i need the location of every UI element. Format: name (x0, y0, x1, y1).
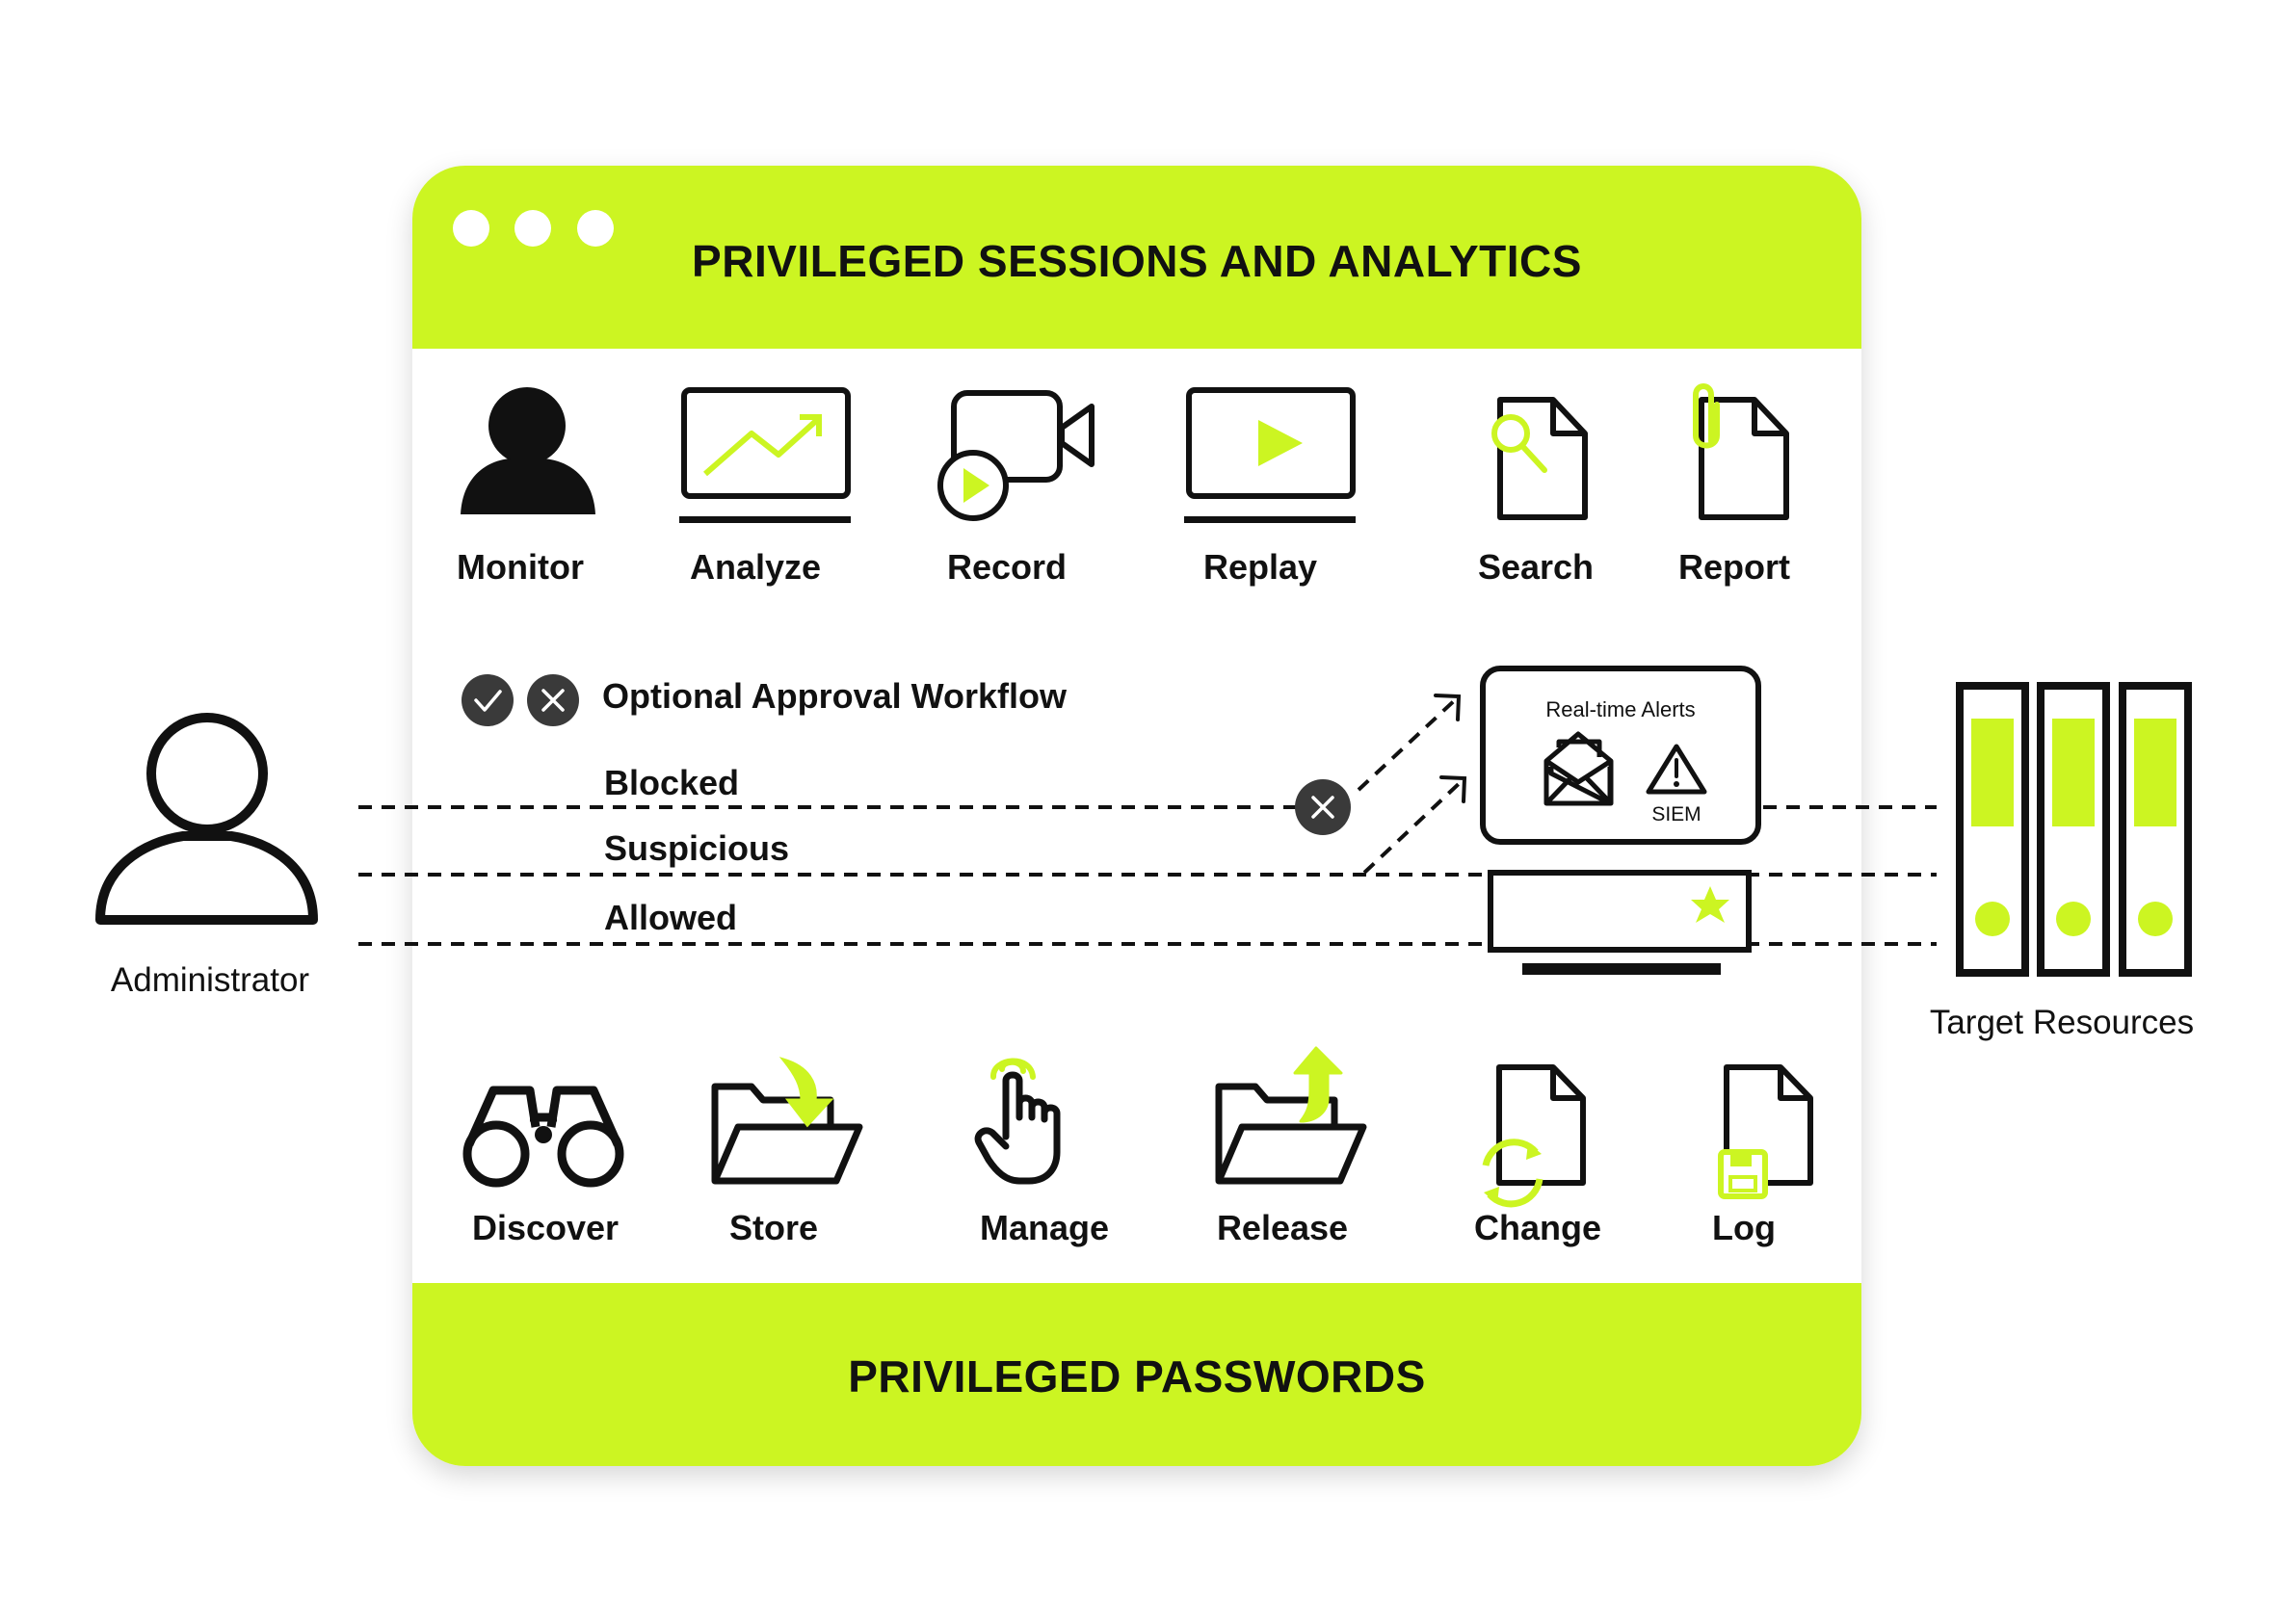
blocked-label: Blocked (604, 763, 740, 802)
suspicious-alert-arrow (1362, 778, 1464, 875)
feature-label-log: Log (1712, 1208, 1776, 1247)
alerts-monitor-icon (1480, 666, 1761, 975)
folder-store-icon (711, 1057, 863, 1185)
play-monitor-icon (1184, 387, 1356, 523)
reject-x-icon (527, 674, 579, 726)
arrow-head (1439, 775, 1467, 803)
window-dot (514, 210, 551, 247)
arrow-head (1434, 694, 1462, 721)
feature-label-monitor: Monitor (457, 547, 584, 587)
search-document-icon (1491, 397, 1588, 520)
video-camera-icon (937, 390, 1095, 521)
feature-label-search: Search (1477, 547, 1595, 587)
target-resources-label: Target Resources (1929, 1004, 2195, 1041)
administrator-label: Administrator (110, 961, 310, 999)
realtime-alerts-label: Real-time Alerts (1545, 697, 1696, 721)
feature-label-release: Release (1216, 1208, 1349, 1247)
document-log-icon (1718, 1064, 1813, 1199)
feature-label-manage: Manage (979, 1208, 1110, 1247)
target-resources-icon (1956, 682, 2192, 977)
administrator-icon (95, 713, 318, 925)
window-dot (577, 210, 614, 247)
approve-check-icon (462, 674, 514, 726)
user-silhouette-icon (461, 387, 595, 514)
passwords-band: PRIVILEGED PASSWORDS (412, 1283, 1861, 1466)
report-document-icon (1693, 383, 1789, 520)
trend-chart-monitor-icon (679, 387, 851, 523)
feature-label-report: Report (1678, 547, 1790, 587)
suspicious-label: Suspicious (604, 828, 790, 868)
hand-pointer-icon (974, 1058, 1061, 1185)
feature-label-store: Store (728, 1208, 819, 1247)
feature-label-discover: Discover (471, 1208, 620, 1247)
passwords-title: PRIVILEGED PASSWORDS (848, 1351, 1426, 1401)
blocked-x-badge (1295, 779, 1351, 835)
feature-label-record: Record (946, 547, 1068, 587)
document-change-icon (1482, 1064, 1586, 1208)
folder-release-icon (1215, 1046, 1367, 1185)
feature-label-analyze: Analyze (689, 547, 822, 587)
feature-label-change: Change (1473, 1208, 1601, 1247)
approval-workflow-label: Optional Approval Workflow (602, 676, 1068, 716)
siem-label: SIEM (1651, 803, 1701, 825)
sessions-band: PRIVILEGED SESSIONS AND ANALYTICS (412, 166, 1861, 349)
allowed-label: Allowed (604, 898, 738, 937)
feature-label-replay: Replay (1202, 547, 1318, 587)
window-dot (453, 210, 489, 247)
sessions-title: PRIVILEGED SESSIONS AND ANALYTICS (692, 236, 1582, 286)
binoculars-icon (462, 1086, 624, 1188)
